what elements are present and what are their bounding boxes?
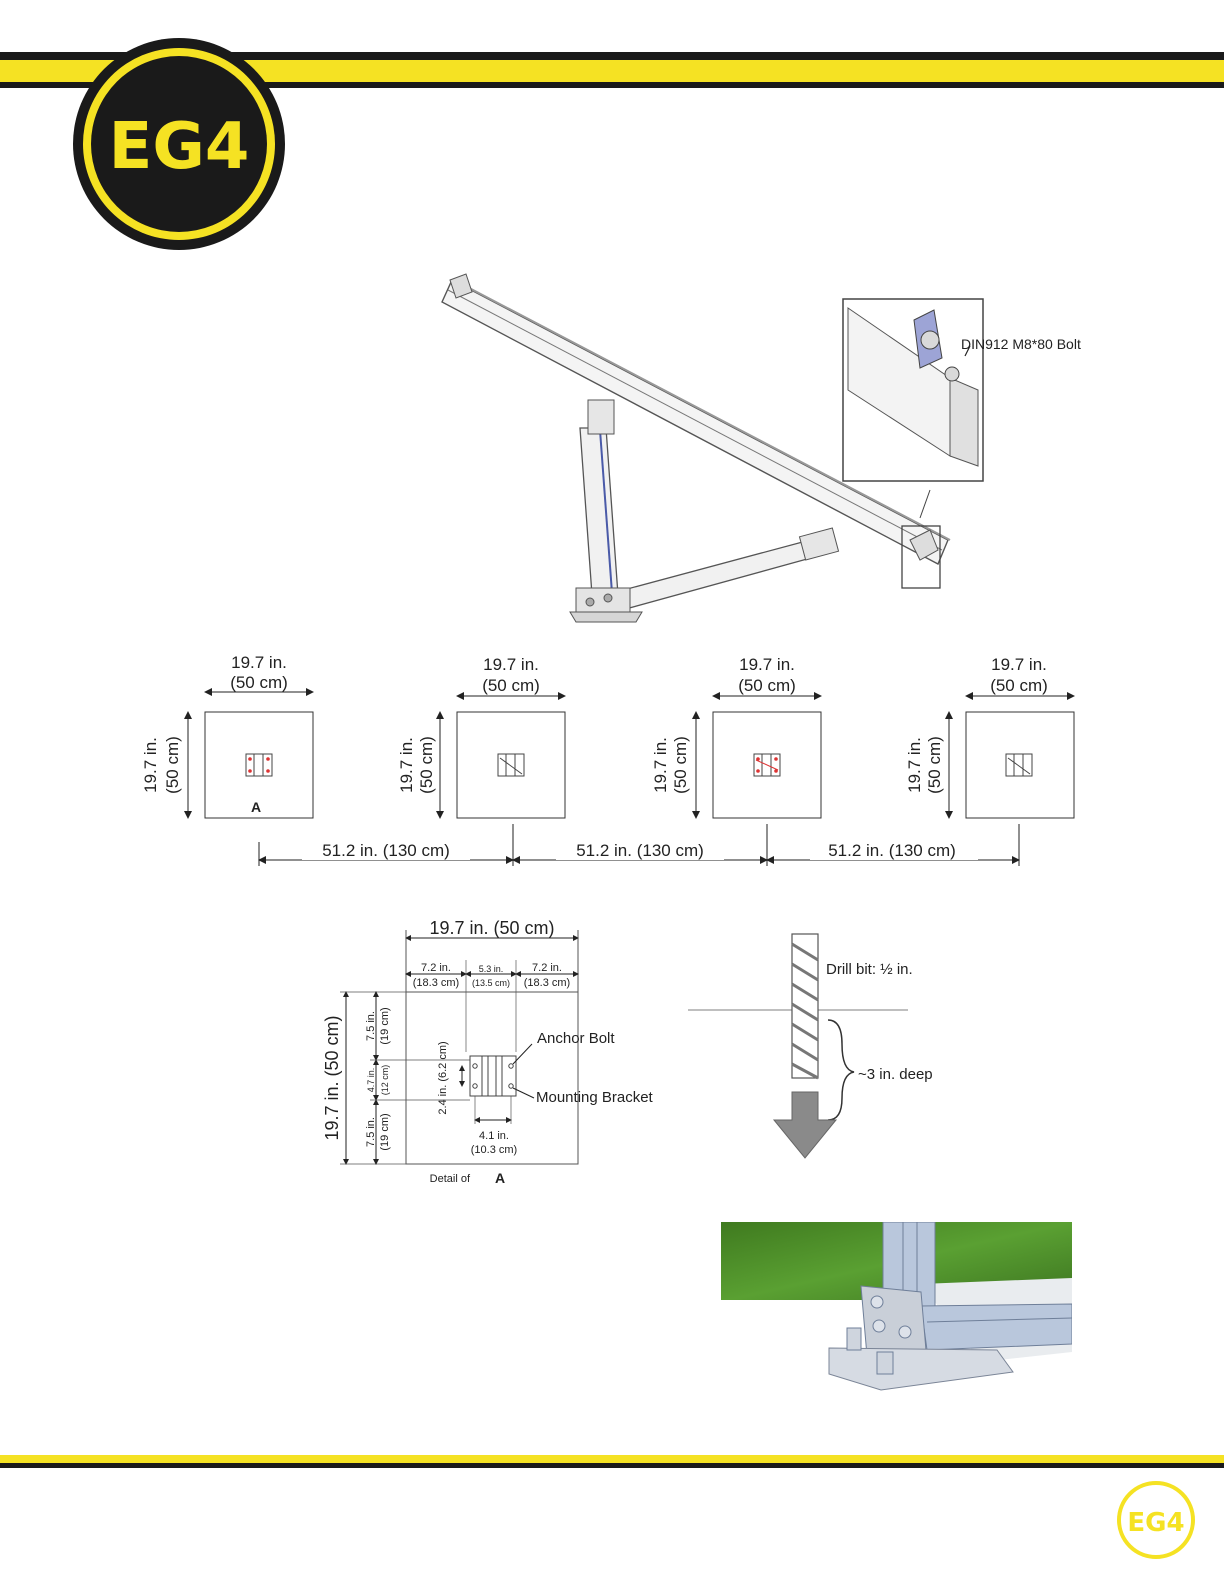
spacing-2: 51.2 in. (130 cm) [576,841,704,860]
footing-layout: 19.7 in. (50 cm) 19.7 in. (50 cm) A 19.7… [130,648,1090,878]
footer-logo: EG4 [1116,1480,1196,1560]
spacing-1: 51.2 in. (130 cm) [322,841,450,860]
detail-bracket-width-metric: (10.3 cm) [471,1144,517,1156]
drill-figure: Drill bit: ½ in. ~3 in. deep [680,920,980,1170]
detail-caption: Detail of [430,1173,471,1185]
detail-a-figure: 19.7 in. (50 cm) 7.2 in. (18.3 cm) 5.3 i… [310,912,680,1192]
square-4-height: 19.7 in. [905,737,924,793]
detail-bottom-offset: 7.5 in. [365,1117,377,1147]
logo-text: EG4 [109,110,250,184]
footing-square-1: 19.7 in. (50 cm) 19.7 in. (50 cm) A [141,653,314,819]
detail-top-offset: 7.5 in. [365,1011,377,1041]
square-3-width-metric: (50 cm) [738,676,796,695]
square-3-height: 19.7 in. [651,737,670,793]
detail-center-width: 5.3 in. [479,964,504,974]
detail-hole-spacing: 2.4 in. (6.2 cm) [437,1041,449,1114]
footing-square-4: 19.7 in. (50 cm) 19.7 in. (50 cm) [905,655,1075,819]
eg4-logo: EG4 [68,36,290,252]
footing-square-2: 19.7 in. (50 cm) 19.7 in. (50 cm) [397,655,566,819]
detail-overall-width: 19.7 in. (50 cm) [429,918,554,938]
square-2-width-metric: (50 cm) [482,676,540,695]
square-2-height-metric: (50 cm) [417,736,436,794]
detail-overall-height: 19.7 in. (50 cm) [322,1015,342,1140]
detail-marker-a: A [251,799,261,815]
square-4-height-metric: (50 cm) [925,736,944,794]
detail-top-offset-metric: (19 cm) [379,1007,391,1044]
square-1-height-metric: (50 cm) [163,736,182,794]
detail-middle-height: 4.7 in. [366,1068,376,1093]
detail-right-offset-metric: (18.3 cm) [524,977,570,989]
square-2-width: 19.7 in. [483,655,539,674]
detail-right-offset: 7.2 in. [532,962,562,974]
square-1-height: 19.7 in. [141,737,160,793]
footing-square-3: 19.7 in. (50 cm) 19.7 in. (50 cm) [651,655,822,819]
detail-middle-height-metric: (12 cm) [380,1065,390,1096]
square-1-width-metric: (50 cm) [230,673,288,692]
base-install-render [721,1222,1072,1392]
square-4-width: 19.7 in. [991,655,1047,674]
drill-depth-label: ~3 in. deep [858,1066,933,1083]
mount-figure: DIN912 M8*80 Bolt [430,250,1120,630]
mounting-bracket-label: Mounting Bracket [536,1089,654,1106]
square-4-width-metric: (50 cm) [990,676,1048,695]
detail-bracket-width: 4.1 in. [479,1130,509,1142]
detail-caption-marker: A [495,1170,505,1186]
drill-bit-label: Drill bit: ½ in. [826,961,913,978]
footer-logo-text: EG4 [1127,1508,1184,1538]
detail-bottom-offset-metric: (19 cm) [379,1113,391,1150]
header-band [0,52,1224,92]
detail-center-width-metric: (13.5 cm) [472,978,510,988]
spacing-3: 51.2 in. (130 cm) [828,841,956,860]
square-3-height-metric: (50 cm) [671,736,690,794]
detail-left-offset: 7.2 in. [421,962,451,974]
anchor-bolt-label: Anchor Bolt [537,1030,615,1047]
square-3-width: 19.7 in. [739,655,795,674]
square-2-height: 19.7 in. [397,737,416,793]
bolt-callout-label: DIN912 M8*80 Bolt [961,336,1081,352]
footer-band [0,1455,1224,1469]
square-1-width: 19.7 in. [231,653,287,672]
detail-left-offset-metric: (18.3 cm) [413,977,459,989]
